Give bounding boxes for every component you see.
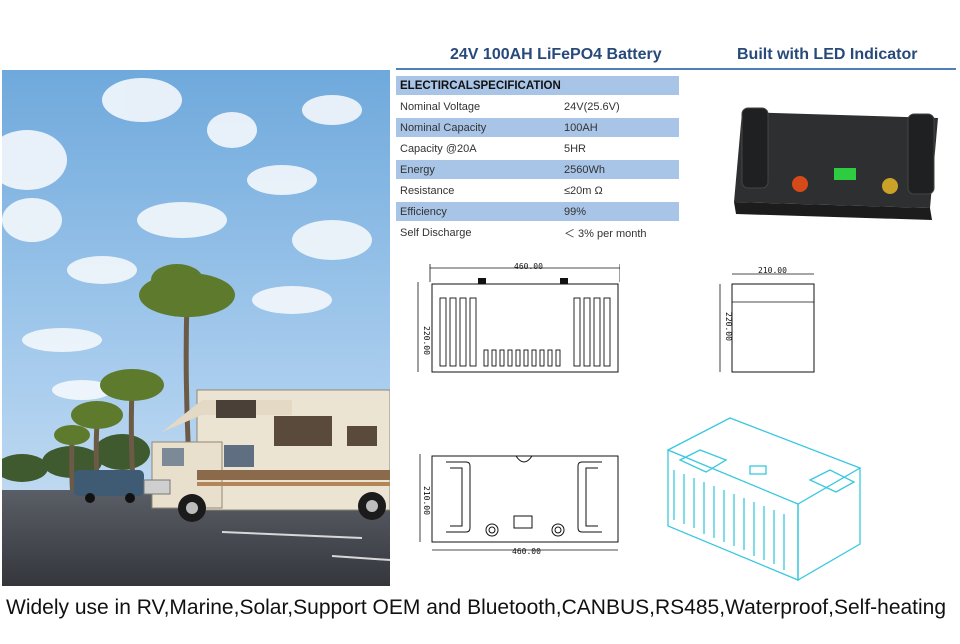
positive-terminal-icon [792, 176, 808, 192]
table-row: Self Discharge＜ 3% per month [396, 222, 679, 244]
front-width-dim: 460.00 [514, 262, 543, 271]
front-height-dim: 220.00 [422, 326, 431, 355]
led-indicator-icon [834, 168, 856, 180]
side-width-dim: 210.00 [758, 266, 787, 275]
front-view-drawing: 460.00 220.00 [417, 262, 620, 373]
table-row: Resistance≤20m Ω [396, 180, 679, 202]
rv-photo [2, 70, 390, 586]
header-divider [396, 68, 956, 70]
spec-table-heading: ELECTIRCALSPECIFICATION [396, 76, 679, 97]
product-title: 24V 100AH LiFePO4 Battery [450, 46, 662, 63]
battery-product-image [734, 107, 938, 220]
side-height-dim: 220.00 [724, 312, 733, 341]
features-caption: Widely use in RV,Marine,Solar,Support OE… [6, 596, 947, 619]
top-view-drawing: 210.00 460.00 [419, 454, 619, 556]
top-width-dim: 460.00 [512, 547, 541, 556]
isometric-drawing [666, 417, 862, 582]
side-view-drawing: 210.00 220.00 [719, 266, 815, 373]
top-depth-dim: 210.00 [422, 486, 431, 515]
led-feature-title: Built with LED Indicator [737, 46, 918, 63]
negative-terminal-icon [882, 178, 898, 194]
